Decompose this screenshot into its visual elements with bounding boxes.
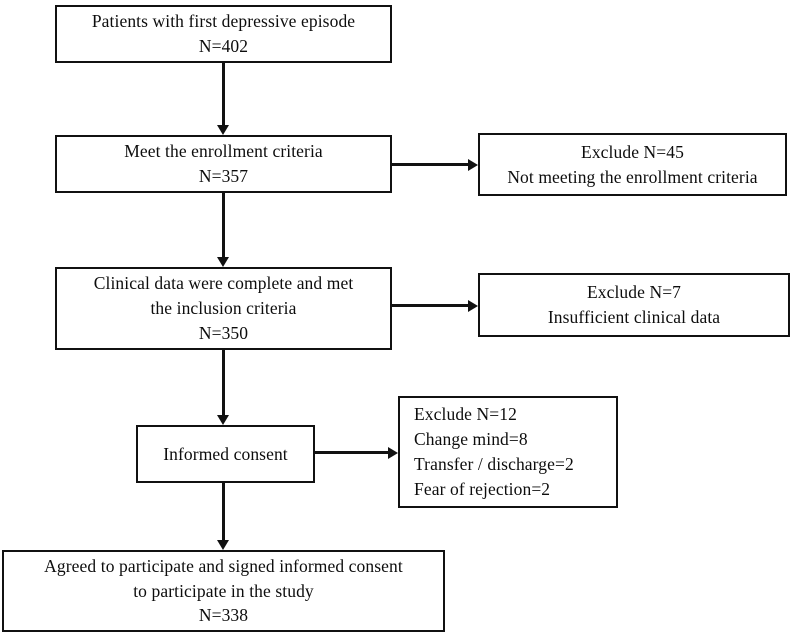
- node-clinical-data-complete: Clinical data were complete and met the …: [55, 267, 392, 350]
- node-line: N=338: [198, 605, 249, 626]
- edge-criteria-to-exclude45-line: [392, 163, 468, 166]
- node-line: N=350: [198, 322, 249, 343]
- edge-consent-to-exclude12-line: [315, 451, 388, 454]
- edge-criteria-to-clinicaldata-line: [222, 193, 225, 257]
- node-line: Meet the enrollment criteria: [124, 141, 323, 162]
- edge-consent-to-final-arrow: [217, 540, 229, 550]
- node-line: Not meeting the enrollment criteria: [507, 166, 758, 187]
- node-line: Exclude N=7: [586, 282, 682, 303]
- edge-consent-to-exclude12-arrow: [388, 446, 398, 459]
- node-line: Clinical data were complete and met: [93, 273, 354, 294]
- node-line: to participate in the study: [133, 580, 314, 601]
- node-informed-consent: Informed consent: [136, 425, 315, 483]
- node-final-cohort: Agreed to participate and signed informe…: [2, 550, 445, 632]
- edge-clinicaldata-to-exclude7-arrow: [468, 299, 478, 312]
- node-line: N=357: [198, 166, 249, 186]
- node-line: N=402: [198, 36, 249, 56]
- node-line: Fear of rejection=2: [414, 478, 551, 499]
- node-line: Transfer / discharge=2: [414, 454, 574, 474]
- edge-enrolled-to-criteria-line: [222, 63, 225, 125]
- edge-clinicaldata-to-exclude7-line: [392, 304, 468, 307]
- node-line: Agreed to participate and signed informe…: [44, 555, 403, 576]
- node-line: Exclude N=12: [414, 404, 517, 425]
- edge-criteria-to-exclude45-arrow: [468, 158, 478, 171]
- edge-enrolled-to-criteria-arrow: [217, 125, 229, 135]
- node-excluded-insufficient-data: Exclude N=7 Insufficient clinical data: [478, 273, 790, 337]
- node-excluded-consent-reasons: Exclude N=12 Change mind=8 Transfer / di…: [398, 396, 618, 508]
- node-meets-enrollment-criteria: Meet the enrollment criteria N=357: [55, 135, 392, 193]
- node-enrolled-total: Patients with first depressive episode N…: [55, 5, 392, 63]
- node-line: Exclude N=45: [581, 141, 684, 162]
- node-line: Change mind=8: [414, 429, 528, 450]
- node-line: the inclusion criteria: [150, 298, 297, 319]
- node-line: Informed consent: [163, 443, 288, 464]
- node-excluded-enrollment-criteria: Exclude N=45 Not meeting the enrollment …: [478, 133, 787, 196]
- edge-clinicaldata-to-consent-arrow: [217, 415, 229, 425]
- edge-consent-to-final-line: [222, 483, 225, 540]
- node-line: Insufficient clinical data: [547, 307, 721, 327]
- edge-clinicaldata-to-consent-line: [222, 350, 225, 415]
- node-line: Patients with first depressive episode: [91, 11, 356, 32]
- edge-criteria-to-clinicaldata-arrow: [217, 257, 229, 267]
